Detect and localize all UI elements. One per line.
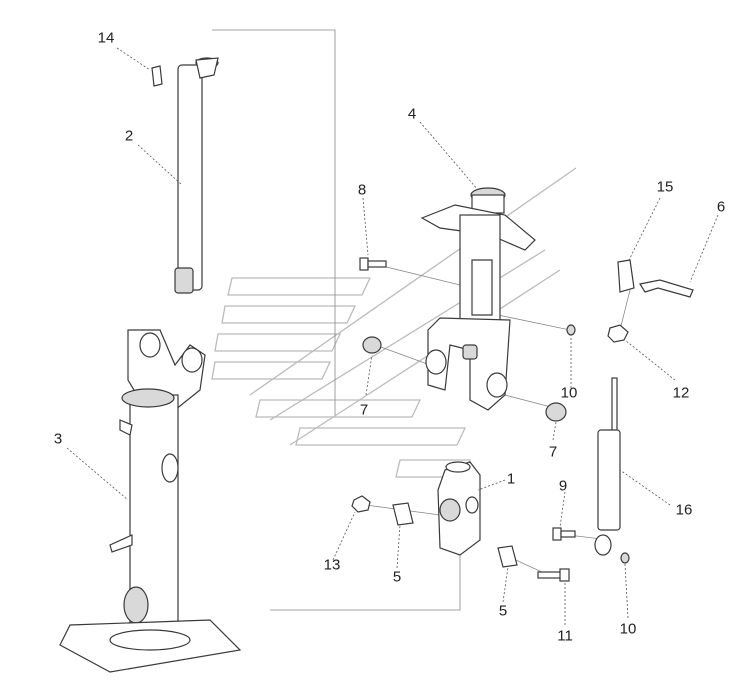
callout-10-upper: 10	[560, 384, 578, 402]
part-15-bracket	[617, 259, 635, 293]
part-10-nut-lower	[620, 552, 630, 564]
callout-1: 1	[506, 470, 516, 488]
callout-16: 16	[675, 501, 693, 519]
callout-5-right: 5	[498, 602, 508, 620]
part-7-bushing-left	[362, 336, 382, 354]
part-3-column	[59, 329, 242, 673]
callout-5-left: 5	[392, 568, 402, 586]
part-8-bolt	[359, 257, 387, 271]
callout-14: 14	[97, 29, 115, 47]
callout-6: 6	[716, 198, 726, 216]
callout-15: 15	[656, 178, 674, 196]
part-12-nut	[607, 324, 629, 343]
part-11-bolt	[537, 568, 570, 582]
callout-3: 3	[53, 430, 63, 448]
callout-13: 13	[323, 556, 341, 574]
watermark-logo	[211, 167, 577, 478]
callout-7-right: 7	[548, 443, 558, 461]
callout-9: 9	[558, 477, 568, 495]
part-9-bolt	[552, 527, 576, 541]
part-10-nut-upper	[566, 324, 576, 336]
callout-leaders	[66, 47, 719, 625]
callout-4: 4	[407, 105, 417, 123]
part-6-clip	[639, 279, 694, 298]
part-13-nut	[351, 495, 371, 513]
part-2-shaft	[174, 57, 219, 294]
part-14-key	[151, 65, 163, 87]
part-7-bushing-right	[545, 402, 567, 422]
callout-7-left: 7	[359, 401, 369, 419]
callout-11: 11	[557, 627, 573, 645]
callout-8: 8	[357, 181, 367, 199]
part-5-washer-left	[392, 502, 414, 526]
part-4-upper-column	[420, 187, 536, 411]
part-5-washer-right	[497, 545, 518, 568]
callout-12: 12	[672, 384, 690, 402]
part-16-gas-spring	[594, 377, 621, 556]
callout-10-lower: 10	[619, 620, 637, 638]
part-1-universal-joint	[437, 461, 481, 556]
callout-2: 2	[124, 127, 134, 145]
assembly-link-lines	[212, 29, 631, 611]
